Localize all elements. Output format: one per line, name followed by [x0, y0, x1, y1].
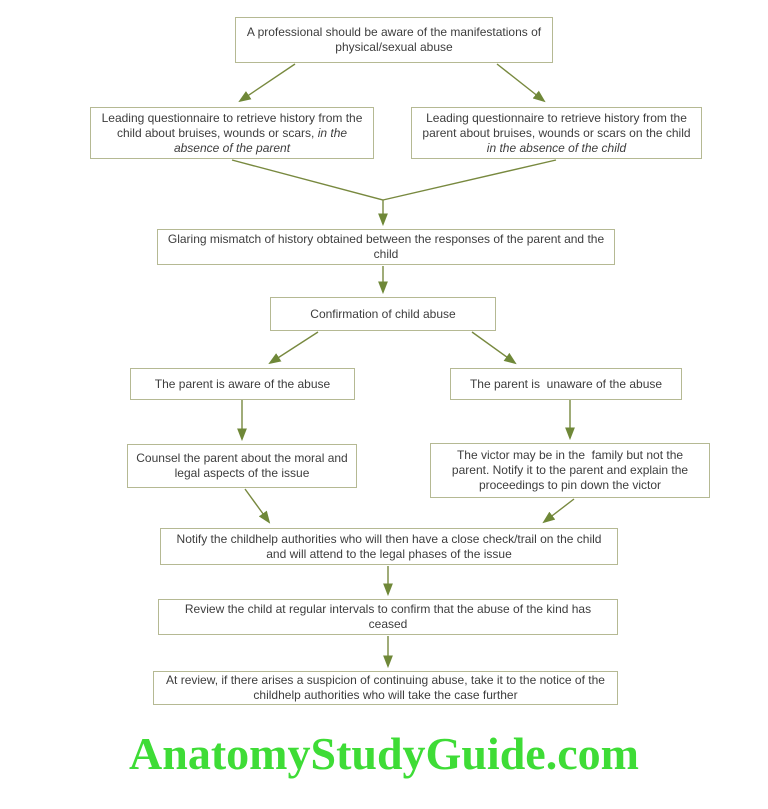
- node-text: Glaring mismatch of history obtained bet…: [167, 232, 608, 261]
- node-text: Review the child at regular intervals to…: [184, 602, 595, 631]
- node-text: At review, if there arises a suspicion o…: [166, 673, 609, 702]
- node-parent-unaware: The parent is unaware of the abuse: [450, 368, 682, 400]
- node-continuing-abuse: At review, if there arises a suspicion o…: [153, 671, 618, 705]
- node-text: Notify the childhelp authorities who wil…: [176, 531, 605, 561]
- node-review-child: Review the child at regular intervals to…: [158, 599, 618, 635]
- node-text: A professional should be aware of the ma…: [246, 25, 545, 54]
- italic-phrase: in the absence of the child: [486, 140, 627, 155]
- node-text: Counsel the parent about the moral and l…: [136, 451, 352, 480]
- node-abuse-confirmation: Confirmation of child abuse: [270, 297, 496, 331]
- italic-phrase: in the absence of the parent: [173, 125, 351, 155]
- watermark-anatomystudyguide: AnatomyStudyGuide.com: [129, 728, 639, 779]
- node-parent-aware: The parent is aware of the abuse: [130, 368, 355, 400]
- node-text: The parent is aware of the abuse: [154, 376, 331, 391]
- node-text: The victor may be in the family but not …: [451, 448, 692, 492]
- node-professional-awareness: A professional should be aware of the ma…: [235, 17, 553, 63]
- node-history-mismatch: Glaring mismatch of history obtained bet…: [157, 229, 615, 265]
- node-text: Confirmation of child abuse: [310, 306, 456, 321]
- node-questionnaire-child: Leading questionnaire to retrieve histor…: [90, 107, 374, 159]
- node-counsel-parent: Counsel the parent about the moral and l…: [127, 444, 357, 488]
- node-notify-childhelp: Notify the childhelp authorities who wil…: [160, 528, 618, 565]
- node-text: The parent is unaware of the abuse: [469, 376, 663, 391]
- node-questionnaire-parent: Leading questionnaire to retrieve histor…: [411, 107, 702, 159]
- node-text: Leading questionnaire to retrieve histor…: [422, 110, 694, 155]
- node-text: Leading questionnaire to retrieve histor…: [101, 110, 366, 155]
- node-victor-in-family: The victor may be in the family but not …: [430, 443, 710, 498]
